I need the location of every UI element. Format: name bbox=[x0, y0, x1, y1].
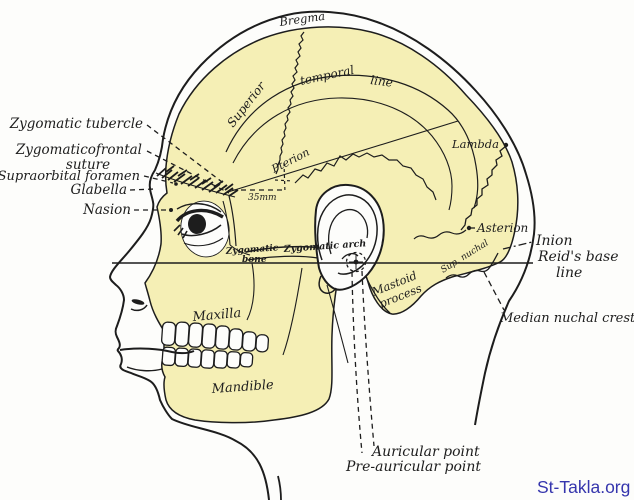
zygomatic-frontal-process-line bbox=[228, 195, 237, 247]
jaw-skin-line bbox=[326, 284, 349, 364]
upper-tooth bbox=[255, 334, 270, 353]
upper-tooth bbox=[187, 322, 204, 348]
squamosal-suture bbox=[294, 152, 437, 201]
suture-label: suture bbox=[66, 157, 110, 173]
lower-tooth bbox=[200, 349, 215, 369]
zygomatic-bone-label-1: Zygomatic bbox=[225, 243, 280, 257]
upper-tooth bbox=[174, 321, 190, 347]
upper-eyelash-line bbox=[175, 208, 224, 223]
pterion-mark bbox=[274, 162, 294, 194]
iris bbox=[188, 214, 206, 234]
supraorbital-foramen-label: Supraorbital foramen bbox=[0, 169, 140, 184]
lower-tooth bbox=[226, 351, 241, 369]
upper-tooth bbox=[201, 323, 217, 349]
ramus-front-line bbox=[282, 267, 303, 356]
watermark: St-Takla.org bbox=[537, 477, 630, 497]
eyelid-fold-line bbox=[176, 203, 222, 213]
inferior-temporal-line bbox=[232, 97, 453, 211]
upper-tooth bbox=[228, 328, 244, 351]
supraorbital-leader bbox=[143, 175, 174, 184]
cheekbone-front-line bbox=[229, 244, 251, 256]
teeth bbox=[160, 321, 270, 369]
temporal-line-label: line bbox=[370, 73, 394, 90]
ear-helix-line bbox=[316, 194, 378, 275]
upper-tooth bbox=[214, 325, 231, 350]
pterion-distance-label: 35mm bbox=[248, 193, 277, 203]
median-nuchal-leader bbox=[483, 271, 505, 311]
lambdoid-suture bbox=[460, 145, 507, 231]
superior-nuchal-line bbox=[445, 252, 499, 279]
lambda-dot bbox=[503, 142, 509, 148]
leader-lines bbox=[129, 124, 533, 454]
nasion-label: Nasion bbox=[82, 202, 131, 218]
reids-line-label: line bbox=[556, 265, 582, 281]
median-nuchal-crest-label: Median nuchal crest bbox=[499, 311, 634, 326]
zygomatic-frontal-process-line-2 bbox=[222, 200, 231, 246]
mastoid-inner-line bbox=[365, 276, 391, 314]
superior-temporal-line bbox=[225, 74, 479, 209]
maxilla-back-line bbox=[246, 262, 255, 321]
upper-tooth bbox=[160, 321, 177, 346]
zygomaticofrontal-label: Zygomaticofrontal bbox=[15, 142, 142, 158]
head-profile-outline bbox=[108, 10, 536, 500]
zygomatic-tubercle-leader bbox=[146, 124, 227, 186]
zygomatic-bone-label-2: bone bbox=[242, 255, 267, 265]
pre-auricular-leader bbox=[351, 271, 363, 454]
asterion-dot bbox=[466, 225, 472, 231]
inion-label: Inion bbox=[535, 233, 572, 249]
lower-lid-crease-line bbox=[183, 237, 224, 247]
mandible-label: Mandible bbox=[210, 378, 274, 397]
inion-leader bbox=[502, 241, 533, 250]
nostril bbox=[131, 299, 145, 305]
reids-base-label: Reid's base bbox=[537, 249, 619, 265]
auricular-point-circle bbox=[345, 251, 367, 273]
eyebrow-line bbox=[155, 172, 236, 198]
zygomatic-tubercle-label: Zygomatic tubercle bbox=[9, 116, 143, 132]
nostril-wing-line bbox=[130, 304, 148, 312]
asterion-label: Asterion bbox=[476, 221, 528, 235]
lower-tooth bbox=[213, 350, 228, 369]
zygomaticofrontal-leader bbox=[146, 150, 230, 194]
coronal-suture bbox=[275, 31, 305, 175]
bregma-label: Bregma bbox=[277, 9, 326, 29]
maxilla-label: Maxilla bbox=[191, 306, 242, 325]
lower-tooth bbox=[174, 347, 189, 368]
mouth-line bbox=[119, 347, 195, 355]
auricular-point-label: Auricular point bbox=[370, 444, 480, 460]
auricular-leader bbox=[361, 270, 375, 447]
glabella-leader bbox=[129, 188, 155, 191]
neck-front-line bbox=[277, 475, 282, 500]
ear-antihelix-line bbox=[327, 208, 369, 255]
lambda-label: Lambda bbox=[451, 137, 499, 151]
lower-lip-line bbox=[126, 366, 163, 372]
upper-tooth bbox=[241, 331, 257, 352]
pre-auricular-point-label: Pre-auricular point bbox=[345, 459, 481, 475]
glabella-label: Glabella bbox=[71, 182, 127, 198]
supraorbital-foramen-dot bbox=[174, 182, 178, 186]
nasion-dot bbox=[169, 208, 173, 212]
parietomastoid-suture bbox=[413, 229, 467, 240]
lower-eyelid-line bbox=[181, 224, 222, 237]
eyebrow-hatching bbox=[156, 165, 239, 197]
ear-lobe-line bbox=[318, 275, 337, 294]
lateral-sinus-line bbox=[227, 120, 459, 193]
lower-tooth bbox=[239, 351, 254, 368]
